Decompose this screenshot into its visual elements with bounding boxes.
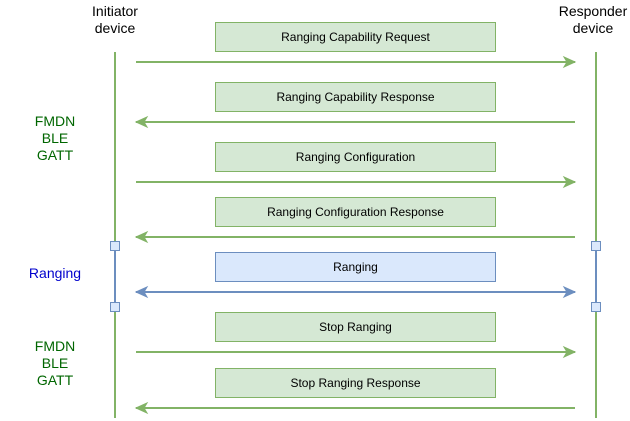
arrowhead-right [562,55,577,69]
initiator-label-line: device [94,20,136,36]
arrowhead-right [562,285,577,299]
responder-label-line: Responder [558,3,628,19]
responder-activation-marker [591,241,601,251]
message-box-stop-ranging-response: Stop Ranging Response [215,368,496,398]
side-label-line: FMDN [34,338,76,354]
arrowhead-left [134,285,149,299]
initiator-device-label: Initiator device [75,3,155,37]
side-label-line: Ranging [28,265,82,281]
responder-device-label: Responder device [548,3,630,37]
message-box-ranging-capability-request: Ranging Capability Request [215,22,496,52]
arrowhead-left [134,115,149,129]
initiator-activation-marker [110,241,120,251]
responder-activation-marker [591,302,601,312]
message-box-stop-ranging: Stop Ranging [215,312,496,342]
arrowhead-right [562,175,577,189]
arrowhead-left [134,230,149,244]
side-label-line: GATT [36,372,74,388]
side-label-fmdn-ble-gatt: FMDN BLE GATT [15,113,95,164]
arrowhead-left [134,401,149,415]
side-label-fmdn-ble-gatt: FMDN BLE GATT [15,338,95,389]
side-label-line: BLE [41,355,69,371]
initiator-activation-marker [110,302,120,312]
message-box-ranging-configuration-response: Ranging Configuration Response [215,197,496,227]
side-label-line: GATT [36,147,74,163]
side-label-line: BLE [41,130,69,146]
initiator-label-line: Initiator [92,3,138,19]
responder-label-line: device [572,20,614,36]
side-label-ranging: Ranging [15,265,95,282]
message-box-ranging: Ranging [215,252,496,282]
message-box-ranging-configuration: Ranging Configuration [215,142,496,172]
arrowhead-right [562,345,577,359]
side-label-line: FMDN [34,113,76,129]
message-box-ranging-capability-response: Ranging Capability Response [215,82,496,112]
